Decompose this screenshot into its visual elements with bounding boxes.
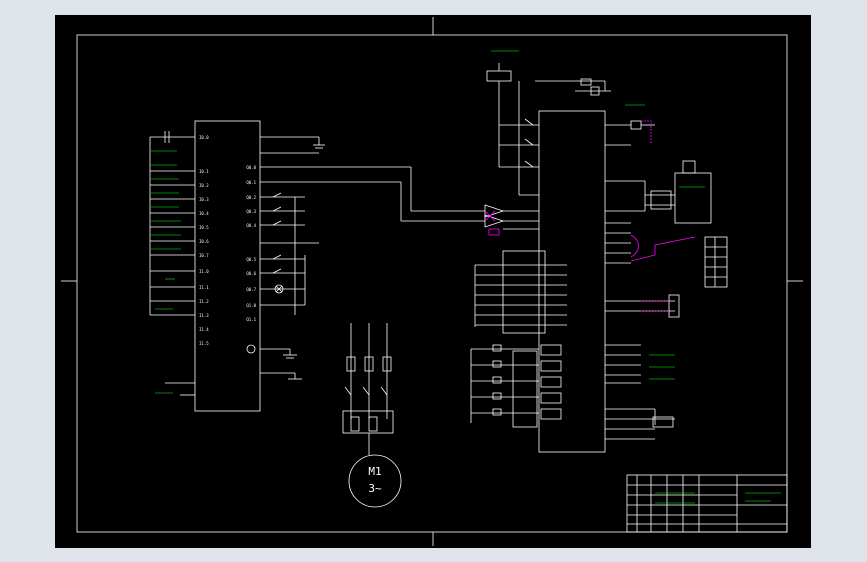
servo-drive-module (538, 110, 606, 453)
plc-output-terminal: Q1.0 (246, 303, 256, 308)
plc-output-terminal: Q0.3 (246, 209, 256, 214)
plc-input-terminal: I1.3 (199, 313, 209, 318)
plc-input-terminal: I0.3 (199, 197, 209, 202)
plc-output-terminal: Q0.7 (246, 287, 256, 292)
plc-input-terminal: I0.2 (199, 183, 209, 188)
drawing-frame (76, 34, 788, 533)
plc-output-terminal: Q0.0 (246, 165, 256, 170)
motor-icon (348, 454, 402, 508)
plc-input-terminal: I0.1 (199, 169, 209, 174)
plc-output-terminal: Q1.1 (246, 317, 256, 322)
ground-icon (246, 344, 256, 354)
plc-input-terminal: I0.0 (199, 135, 209, 140)
title-block (626, 474, 788, 533)
plc-output-terminal: Q0.6 (246, 271, 256, 276)
electrical-schematic: I0.0I0.1I0.2I0.3I0.4I0.5I0.6I0.7I1.0I1.1… (61, 17, 803, 546)
plc-output-terminal: Q0.1 (246, 180, 256, 185)
plc-input-terminal: I0.5 (199, 225, 209, 230)
plc-output-terminal: Q0.2 (246, 195, 256, 200)
plc-input-terminal: I0.7 (199, 253, 209, 258)
plc-output-labels: Q0.0Q0.1Q0.2Q0.3Q0.4Q0.5Q0.6Q0.7Q1.0Q1.1 (246, 165, 256, 322)
plc-input-terminal: I1.5 (199, 341, 209, 346)
plc-input-terminal: I0.4 (199, 211, 209, 216)
plc-output-terminal: Q0.4 (246, 223, 256, 228)
plc-input-terminal: I1.1 (199, 285, 209, 290)
plc-module (194, 120, 261, 412)
plc-input-terminal: I0.6 (199, 239, 209, 244)
motor-phase-label: 3~ (368, 482, 382, 495)
motor-label: M1 (368, 465, 381, 478)
plc-input-terminal: I1.0 (199, 269, 209, 274)
plc-input-terminal: I1.2 (199, 299, 209, 304)
plc-input-terminal: I1.4 (199, 327, 209, 332)
plc-output-terminal: Q0.5 (246, 257, 256, 262)
lamp-icon (274, 284, 284, 294)
plc-input-labels: I0.0I0.1I0.2I0.3I0.4I0.5I0.6I0.7I1.0I1.1… (199, 135, 209, 346)
